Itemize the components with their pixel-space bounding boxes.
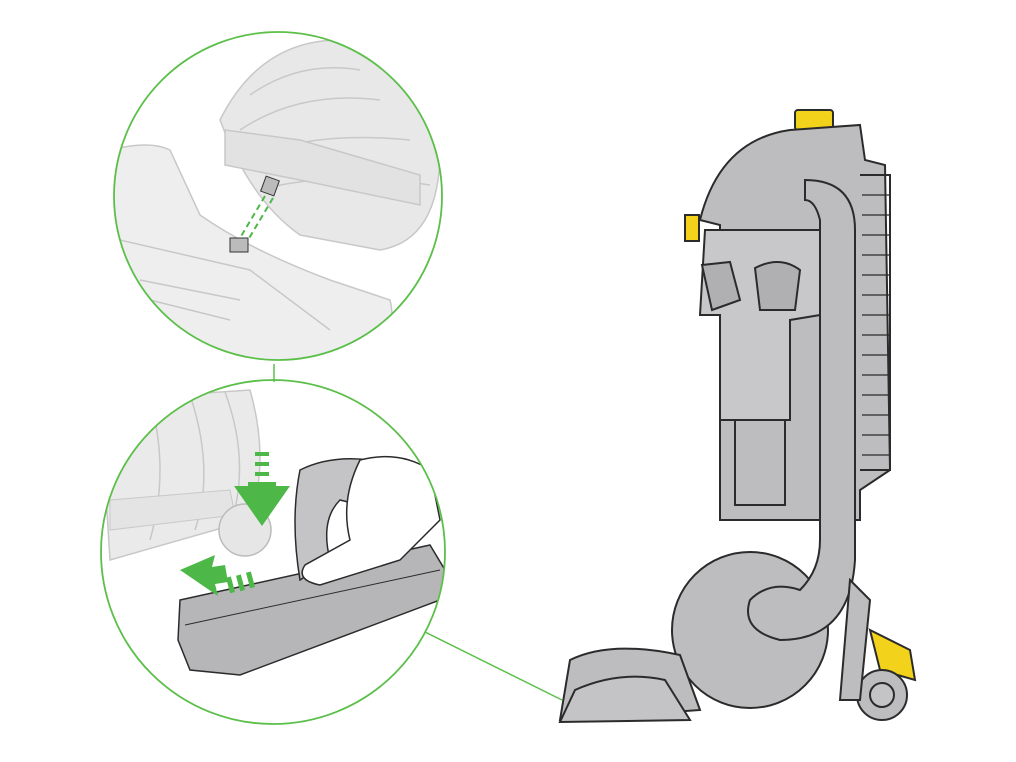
connector-pin-top (260, 175, 280, 197)
callout-connector-bottom (424, 631, 563, 701)
hand (301, 455, 441, 586)
connector-socket (229, 237, 249, 253)
vacuum-cleaner (558, 109, 917, 724)
down-arrow-icon (234, 452, 290, 526)
cleaner-head-tool (177, 544, 445, 676)
left-arrow-icon (180, 555, 255, 596)
detail-circle-bottom (100, 379, 446, 725)
detail-circle-top (113, 31, 443, 361)
